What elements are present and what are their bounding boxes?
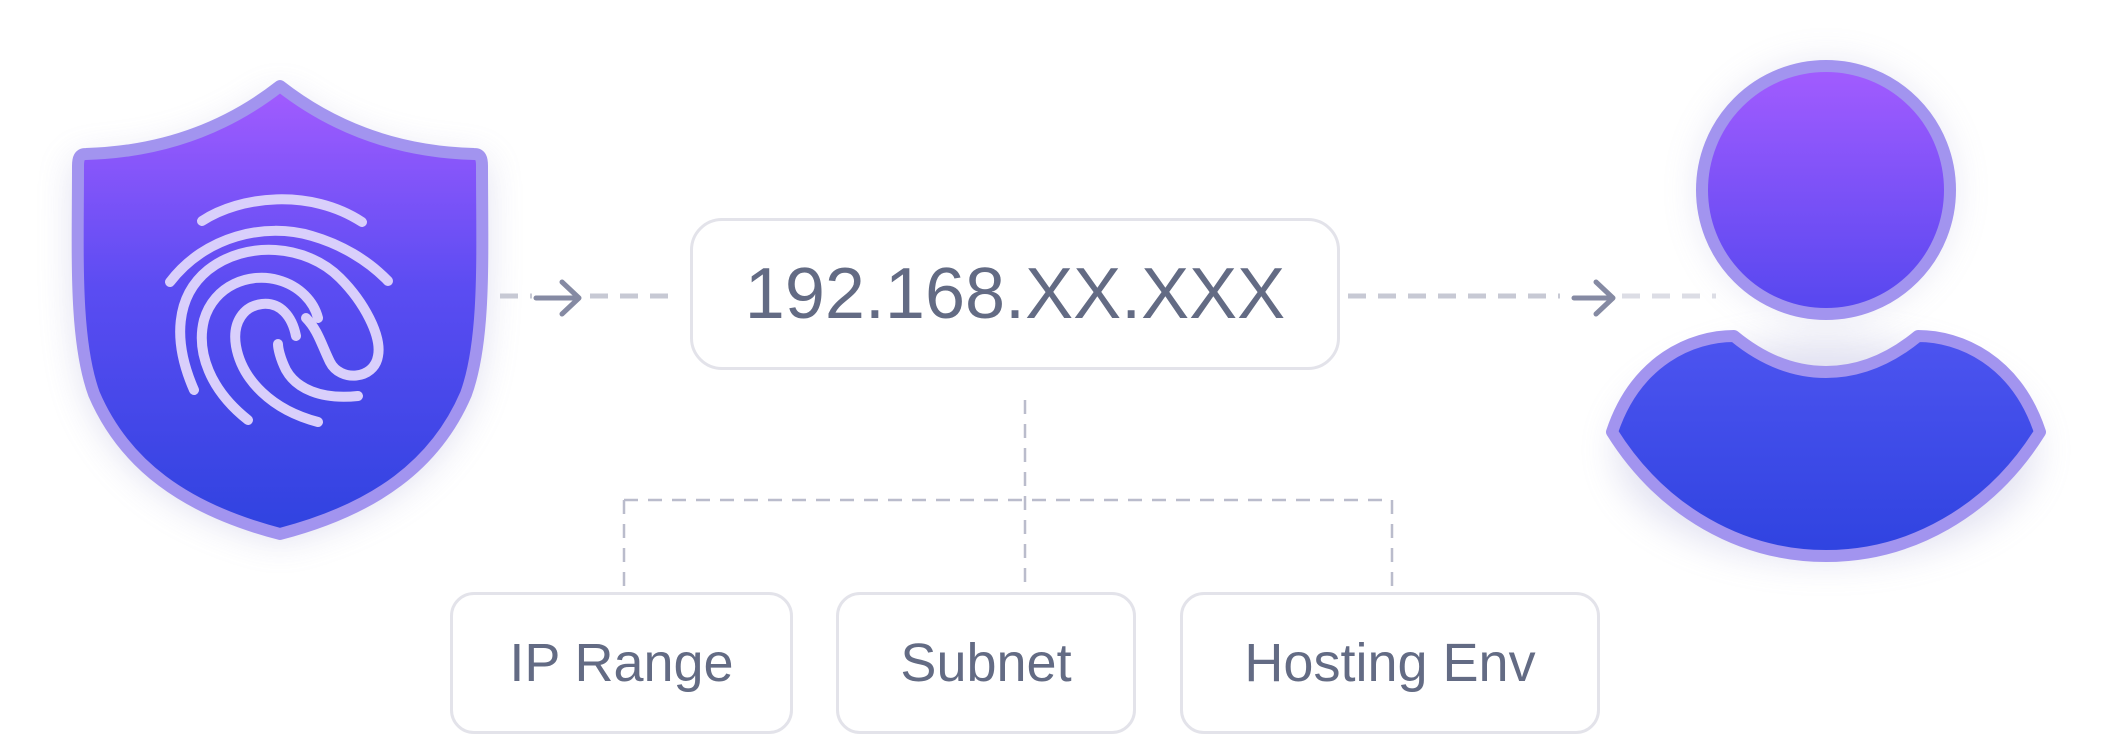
subnet-chip: Subnet [836,592,1136,734]
user-body [1606,330,2046,562]
ip-range-label: IP Range [509,633,734,693]
subnet-label: Subnet [900,633,1072,693]
arrow-right-icon [1571,279,1616,317]
ip-address-box: 192.168.XX.XXX [690,218,1340,370]
ip-to-attributes-connector [622,400,1394,586]
ip-address-label: 192.168.XX.XXX [744,254,1286,334]
hosting-env-chip: Hosting Env [1180,592,1600,734]
hosting-env-label: Hosting Env [1244,633,1536,693]
ip-to-user-connector [1348,279,1716,317]
shield-fingerprint-icon [71,80,489,540]
arrow-right-icon [533,279,582,317]
user-icon [1606,60,2046,562]
fingerprint-icon [165,194,393,427]
shield-to-ip-connector [500,279,672,317]
user-head [1696,60,1956,320]
ip-range-chip: IP Range [450,592,793,734]
